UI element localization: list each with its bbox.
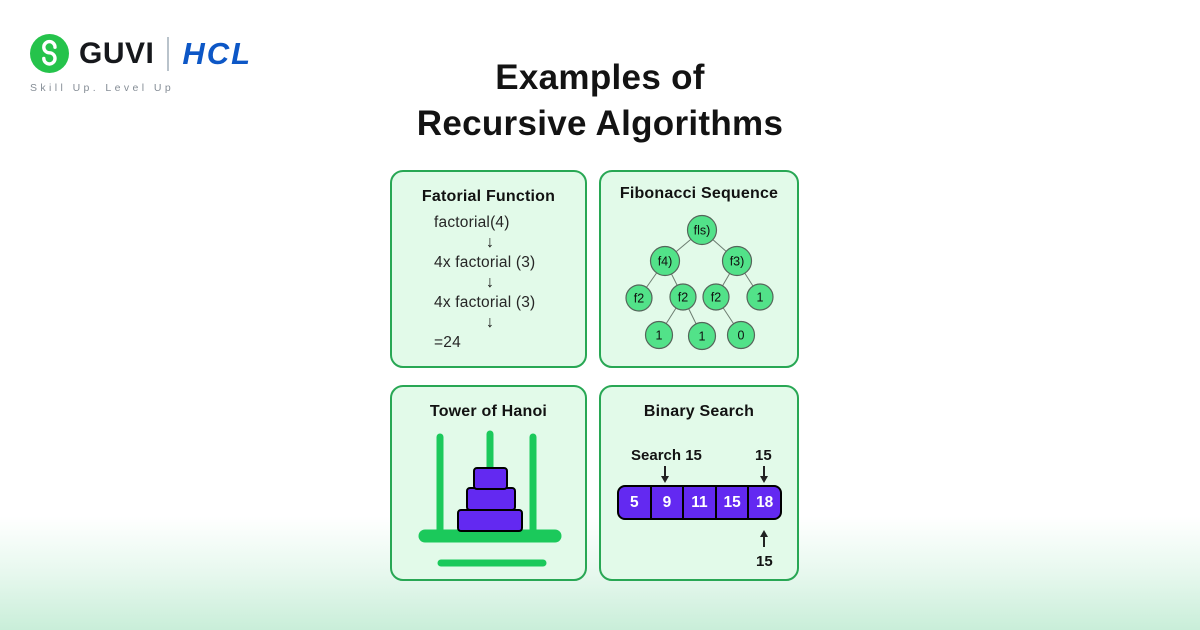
guvi-logo-icon — [30, 34, 69, 73]
down-arrow-icon: ↓ — [486, 234, 494, 251]
binary-search-card-title: Binary Search — [643, 403, 755, 420]
tree-node-label: 0 — [738, 329, 745, 343]
tree-node-label: 1 — [757, 291, 764, 305]
page-title-line1: Examples of — [495, 58, 705, 97]
guvi-g-glyph — [42, 39, 57, 66]
factorial-step: factorial(4) — [434, 214, 510, 231]
tree-node — [649, 245, 681, 277]
tree-node — [625, 284, 653, 312]
tree-node — [721, 245, 753, 277]
tree-node — [687, 321, 717, 351]
tree-node-label: f3) — [730, 255, 745, 269]
fibonacci-card-title: Fibonacci Sequence — [619, 185, 779, 202]
binary-search-bottom-label: 15 — [756, 553, 773, 570]
factorial-card-title: Fatorial Function — [421, 188, 556, 205]
tree-node-label: f2 — [634, 292, 644, 306]
binary-search-card: Binary Search Search 15 15 5 9 11 15 18 … — [599, 385, 799, 581]
up-arrow-icon — [760, 530, 768, 547]
factorial-step: 4x factorial (3) — [434, 254, 536, 271]
hanoi-disk-small — [473, 467, 508, 490]
factorial-step: 4x factorial (3) — [434, 294, 536, 311]
hanoi-card: Tower of Hanoi — [390, 385, 587, 581]
logo-divider — [167, 36, 170, 71]
tree-node — [686, 214, 718, 246]
tree-node — [702, 283, 730, 311]
tree-node-label: fls) — [694, 224, 711, 238]
array-cell: 15 — [717, 487, 750, 518]
page-title-line2: Recursive Algorithms — [416, 104, 784, 143]
array-cell: 18 — [756, 493, 774, 511]
down-arrow-icon — [661, 466, 669, 483]
tree-node-label: 1 — [699, 330, 706, 344]
logo-block: GUVI HCL Skill Up. Level Up — [30, 34, 252, 94]
binary-search-query-label: Search 15 — [631, 447, 702, 464]
down-arrow-icon — [760, 466, 768, 483]
hanoi-disk-large — [457, 509, 523, 532]
factorial-card: Fatorial Function factorial(4) ↓ 4x fact… — [390, 170, 587, 368]
guvi-wordmark: GUVI — [79, 36, 155, 70]
fibonacci-card: Fibonacci Sequence fls) f4) f3) f2 f2 f2… — [599, 170, 799, 368]
tree-node-label: f4) — [658, 255, 673, 269]
hanoi-disk-medium — [466, 487, 516, 511]
tree-node — [726, 320, 756, 350]
factorial-steps: factorial(4) ↓ 4x factorial (3) ↓ 4x fac… — [392, 206, 585, 353]
down-arrow-icon: ↓ — [486, 314, 494, 331]
array-cell: 5 — [619, 487, 652, 518]
tree-node — [669, 283, 697, 311]
tree-node-label: f2 — [678, 291, 688, 305]
logo-tagline: Skill Up. Level Up — [30, 82, 175, 94]
page-title: Examples of Recursive Algorithms — [300, 55, 900, 147]
hcl-wordmark: HCL — [182, 35, 253, 71]
hanoi-illustration — [418, 430, 562, 567]
factorial-result: =24 — [434, 334, 461, 351]
tree-node — [746, 283, 774, 311]
tree-node — [644, 320, 674, 350]
binary-search-arrows — [661, 466, 768, 547]
fibonacci-tree: fls) f4) f3) f2 f2 f2 1 1 1 0 — [625, 214, 774, 351]
binary-search-top-right-label: 15 — [755, 447, 772, 464]
tree-node-label: f2 — [711, 291, 721, 305]
array-cell: 9 — [652, 487, 685, 518]
binary-search-array: 5 9 11 15 18 — [617, 485, 782, 520]
tree-node-label: 1 — [656, 329, 663, 343]
down-arrow-icon: ↓ — [486, 274, 494, 291]
hanoi-card-title: Tower of Hanoi — [429, 403, 548, 420]
array-cell: 11 — [684, 487, 717, 518]
